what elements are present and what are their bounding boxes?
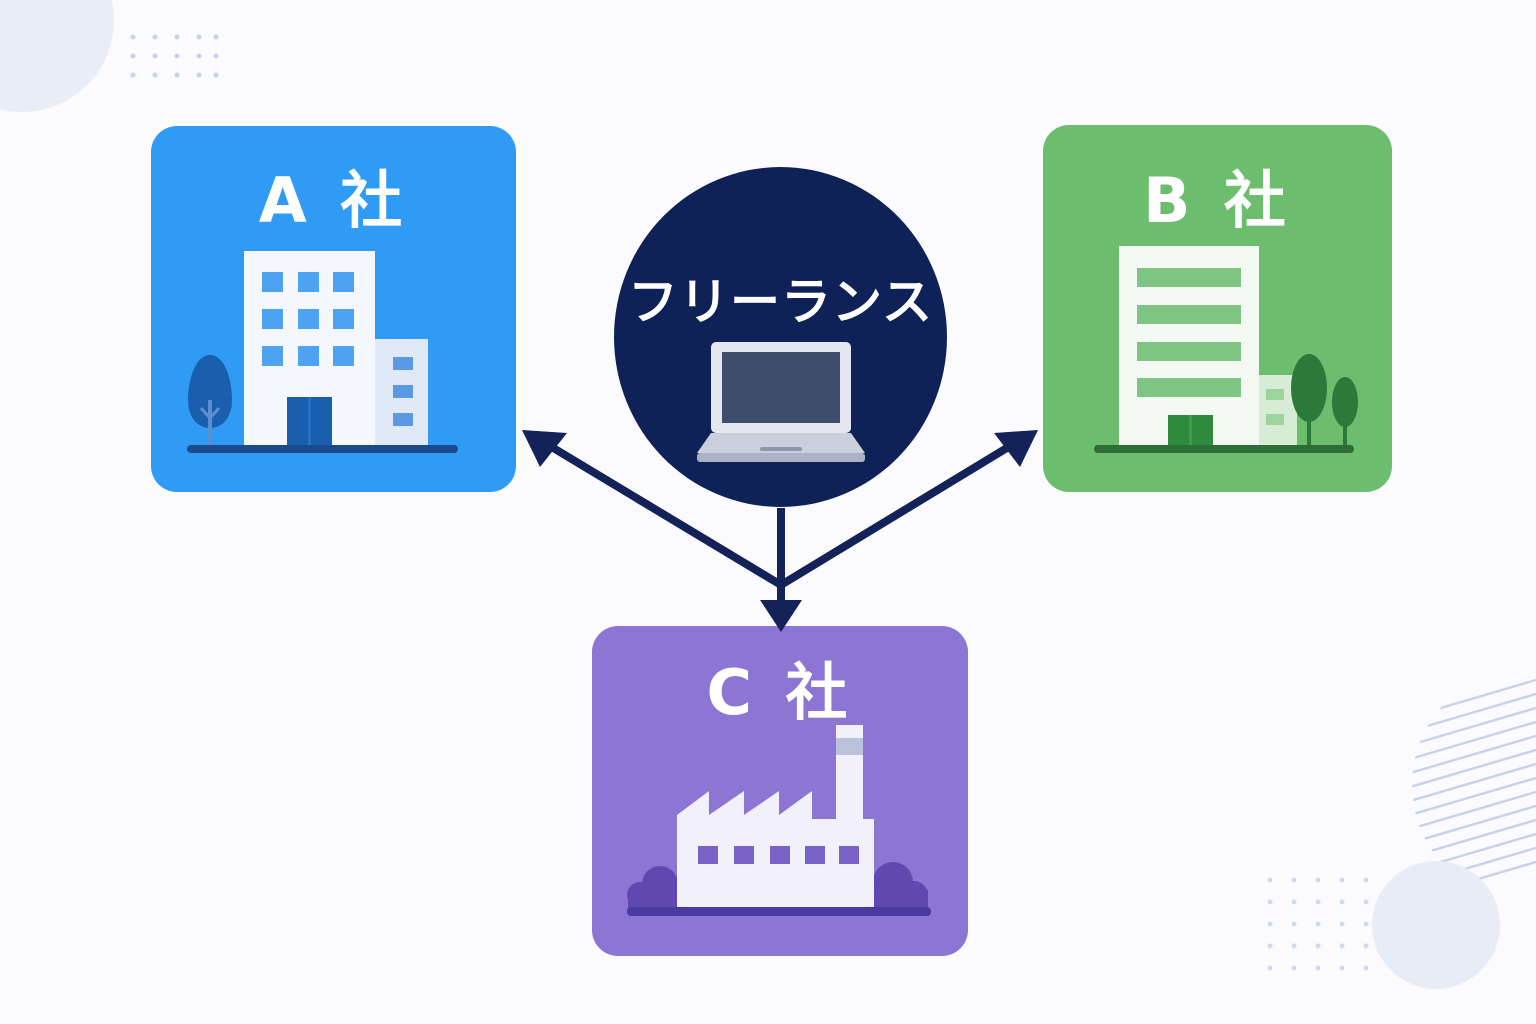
laptop-icon <box>697 342 865 462</box>
factory-icon <box>627 725 931 916</box>
office-building-icon <box>187 251 458 453</box>
office-building-icon <box>1094 246 1358 453</box>
decor-dots-top-left <box>130 34 219 78</box>
freelancer-label: フリーランス <box>628 273 933 331</box>
arrow-to-b <box>778 439 1018 589</box>
decor-circle-bottom-right <box>1372 861 1500 989</box>
arrowhead-b <box>994 430 1038 467</box>
company-a-title: A 社 <box>258 164 409 237</box>
arrow-to-a <box>542 439 784 589</box>
arrowhead-a <box>522 430 567 467</box>
decor-circle-top-left <box>0 0 114 112</box>
decor-dots-bottom-right <box>1267 877 1369 971</box>
company-c-title: C 社 <box>706 656 854 729</box>
arrowhead-c <box>760 600 802 632</box>
company-b-title: B 社 <box>1143 164 1292 237</box>
